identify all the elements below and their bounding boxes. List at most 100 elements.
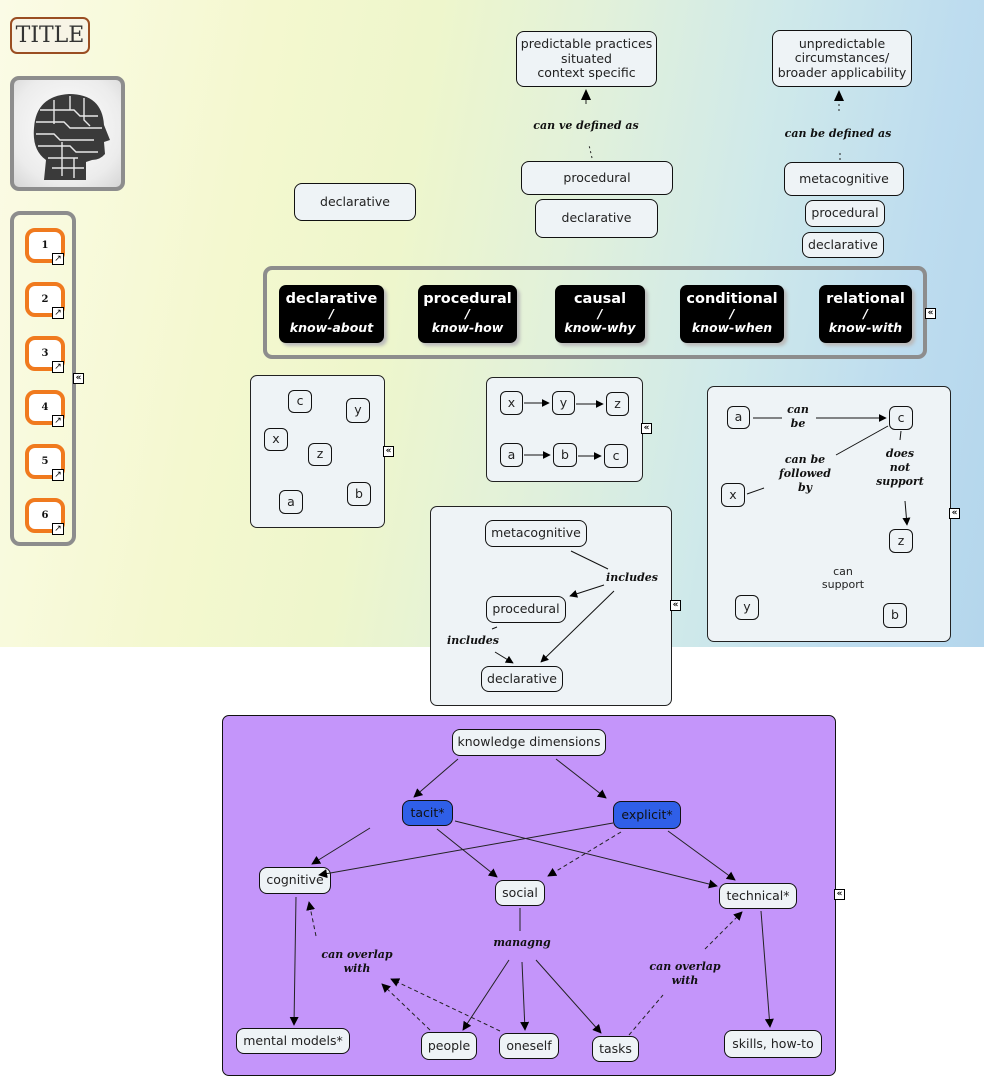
node-x[interactable]: x xyxy=(721,483,745,507)
type-alias: know-how xyxy=(431,320,504,335)
type-name: causal xyxy=(573,291,627,307)
link-icon[interactable]: ↗ xyxy=(52,523,64,535)
node-c[interactable]: c xyxy=(288,390,312,413)
declarative-panel-collapse-icon[interactable]: « xyxy=(383,446,394,457)
arrow-c-z xyxy=(902,500,911,526)
link-icon[interactable]: ↗ xyxy=(52,253,64,265)
link-icon[interactable]: ↗ xyxy=(52,361,64,373)
node-z[interactable]: z xyxy=(889,529,913,553)
connector-line xyxy=(491,626,498,630)
relational-panel-collapse-icon[interactable]: « xyxy=(949,508,960,519)
node-mental-models[interactable]: mental models* xyxy=(236,1028,350,1054)
type-name: relational xyxy=(826,291,905,307)
type-separator: / xyxy=(329,306,334,321)
node-z[interactable]: z xyxy=(606,392,629,416)
node-a[interactable]: a xyxy=(500,443,523,467)
node-skills-how-to[interactable]: skills, how-to xyxy=(724,1030,822,1058)
arrow-includes-procedural xyxy=(569,584,605,598)
label-line: by xyxy=(797,481,813,494)
node-social[interactable]: social xyxy=(495,880,545,906)
node-technical[interactable]: technical* xyxy=(719,883,797,909)
node-cognitive[interactable]: cognitive xyxy=(259,867,331,894)
types-collapse-icon[interactable]: « xyxy=(925,308,936,319)
link-label-includes: includes xyxy=(447,634,499,647)
procedural-panel-collapse-icon[interactable]: « xyxy=(641,423,652,434)
type-alias: know-why xyxy=(564,320,636,335)
connector-line xyxy=(746,487,765,495)
connector-line xyxy=(899,430,902,441)
node-x[interactable]: x xyxy=(264,428,288,451)
node-line: broader applicability xyxy=(777,64,907,80)
link-label-can-be: can be xyxy=(778,403,818,431)
node-z[interactable]: z xyxy=(308,443,332,466)
node-y[interactable]: y xyxy=(346,398,370,423)
node-tacit[interactable]: tacit* xyxy=(402,800,453,826)
node-declarative[interactable]: declarative xyxy=(481,666,563,692)
type-name: declarative xyxy=(285,291,378,307)
link-icon[interactable]: ↗ xyxy=(52,307,64,319)
node-y[interactable]: y xyxy=(552,391,575,415)
node-line: unpredictable xyxy=(798,35,886,51)
label-line: with xyxy=(343,962,371,975)
node-b[interactable]: b xyxy=(553,443,577,467)
knowledge-type-relational[interactable]: relational/know-with xyxy=(819,285,912,343)
node-predictable-practices[interactable]: predictable practices situated context s… xyxy=(516,31,657,87)
connector-line xyxy=(628,994,664,1036)
node-knowledge-dimensions[interactable]: knowledge dimensions xyxy=(452,729,606,756)
node-a[interactable]: a xyxy=(727,406,750,429)
node-c[interactable]: c xyxy=(604,444,628,468)
link-icon[interactable]: ↗ xyxy=(52,415,64,427)
arrow-managing-tasks xyxy=(535,959,602,1034)
node-y[interactable]: y xyxy=(735,595,759,620)
node-a[interactable]: a xyxy=(279,490,303,514)
header-image-frame xyxy=(10,76,125,191)
arrow-managing-oneself xyxy=(520,961,530,1031)
link-label-can-be-defined-as: can be defined as xyxy=(784,127,892,140)
arrow-tacit-cognitive xyxy=(311,827,371,865)
node-procedural[interactable]: procedural xyxy=(521,161,673,195)
type-separator: / xyxy=(729,306,735,321)
node-b[interactable]: b xyxy=(347,482,371,506)
arrow-tacit-social xyxy=(436,828,498,878)
arrow-tacit-technical xyxy=(454,820,718,889)
nav-collapse-icon[interactable]: « xyxy=(73,373,84,384)
link-icon[interactable]: ↗ xyxy=(52,469,64,481)
node-procedural[interactable]: procedural xyxy=(486,596,566,623)
knowledge-type-procedural[interactable]: procedural/know-how xyxy=(418,285,517,343)
node-people[interactable]: people xyxy=(421,1032,477,1060)
node-tasks[interactable]: tasks xyxy=(592,1036,639,1062)
node-procedural[interactable]: procedural xyxy=(805,200,885,227)
hierarchy-panel-collapse-icon[interactable]: « xyxy=(670,600,681,611)
node-x[interactable]: x xyxy=(500,391,523,415)
node-unpredictable-circumstances[interactable]: unpredictable circumstances/ broader app… xyxy=(772,30,912,87)
node-metacognitive[interactable]: metacognitive xyxy=(485,520,587,547)
type-separator: / xyxy=(597,306,603,321)
dimensions-panel-collapse-icon[interactable]: « xyxy=(834,889,845,900)
node-oneself[interactable]: oneself xyxy=(499,1033,559,1059)
link-label-can-overlap-with: can overlap with xyxy=(640,960,730,988)
link-label-can-overlap-with: can overlap with xyxy=(312,948,402,976)
node-c[interactable]: c xyxy=(889,406,913,430)
label-line: can be xyxy=(784,453,826,466)
title-box[interactable]: TITLE xyxy=(10,17,90,54)
node-line: context specific xyxy=(537,65,636,81)
node-b[interactable]: b xyxy=(883,603,907,628)
mid-connections xyxy=(491,399,911,664)
nav-button-1[interactable]: 1 xyxy=(25,228,65,263)
connector-line xyxy=(570,550,609,570)
node-explicit[interactable]: explicit* xyxy=(613,801,681,829)
node-metacognitive[interactable]: metacognitive xyxy=(784,162,904,196)
knowledge-type-conditional[interactable]: conditional/know-when xyxy=(680,285,784,343)
type-alias: know-with xyxy=(828,320,903,335)
label-line: can overlap xyxy=(649,960,721,973)
arrow-explicit-social xyxy=(547,831,622,877)
knowledge-type-causal[interactable]: causal/know-why xyxy=(555,285,645,343)
node-declarative[interactable]: declarative xyxy=(802,232,884,258)
node-declarative[interactable]: declarative xyxy=(535,199,658,238)
link-label-can-be-followed-by: can be followed by xyxy=(775,453,835,495)
arrow-explicit-cognitive xyxy=(318,822,614,879)
node-declarative-standalone[interactable]: declarative xyxy=(294,183,416,221)
label-line: can xyxy=(787,403,809,416)
knowledge-type-declarative[interactable]: declarative/know-about xyxy=(279,285,384,343)
top-connections xyxy=(581,89,844,160)
